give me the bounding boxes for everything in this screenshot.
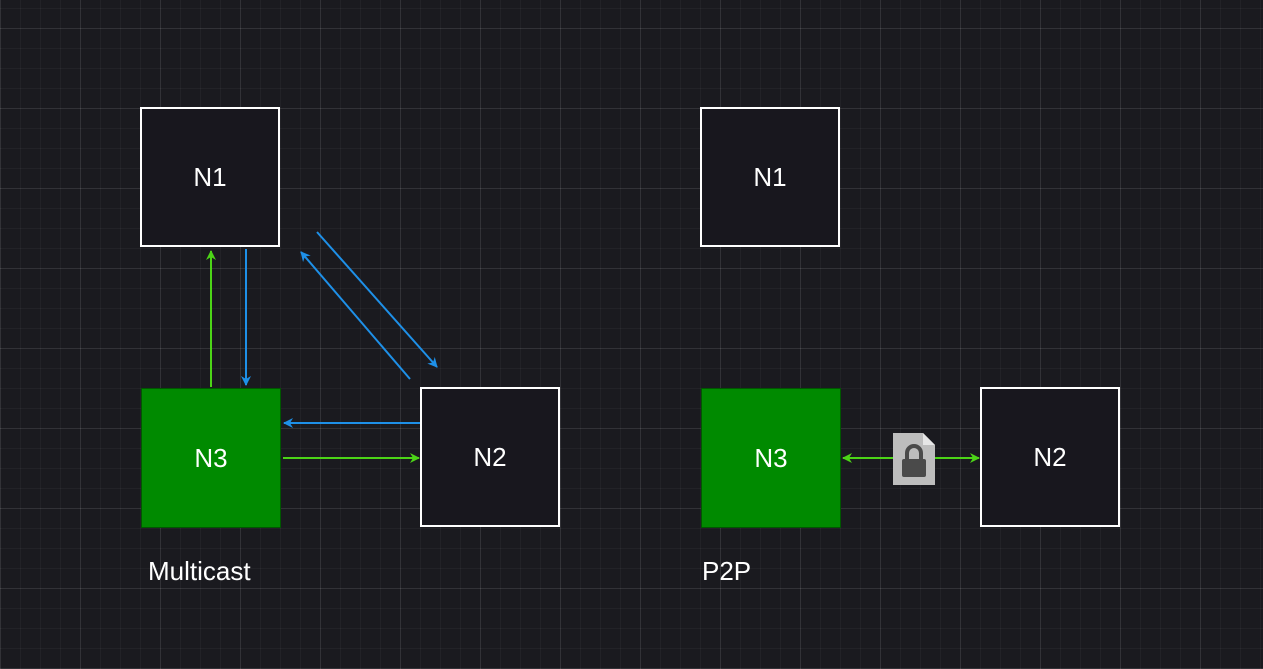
multicast-caption: Multicast [148, 556, 251, 586]
multicast-node-n3[interactable]: N3 [141, 388, 281, 528]
node-label: N1 [753, 161, 787, 192]
p2p-node-n3[interactable]: N3 [701, 388, 841, 528]
p2p-node-n2[interactable]: N2 [980, 387, 1120, 527]
node-label: N1 [193, 161, 227, 192]
multicast-node-n1[interactable]: N1 [140, 107, 280, 247]
p2p-caption: P2P [702, 556, 752, 586]
node-label: N3 [754, 442, 788, 473]
lock-file-icon[interactable] [893, 433, 935, 485]
p2p-node-n1[interactable]: N1 [700, 107, 840, 247]
multicast-node-n2[interactable]: N2 [420, 387, 560, 527]
edge-n1-to-n2 [316, 231, 438, 368]
node-label: N2 [473, 441, 507, 472]
edge-n2-to-n1 [300, 251, 411, 380]
node-label: N3 [194, 442, 228, 473]
node-label: N2 [1033, 441, 1067, 472]
